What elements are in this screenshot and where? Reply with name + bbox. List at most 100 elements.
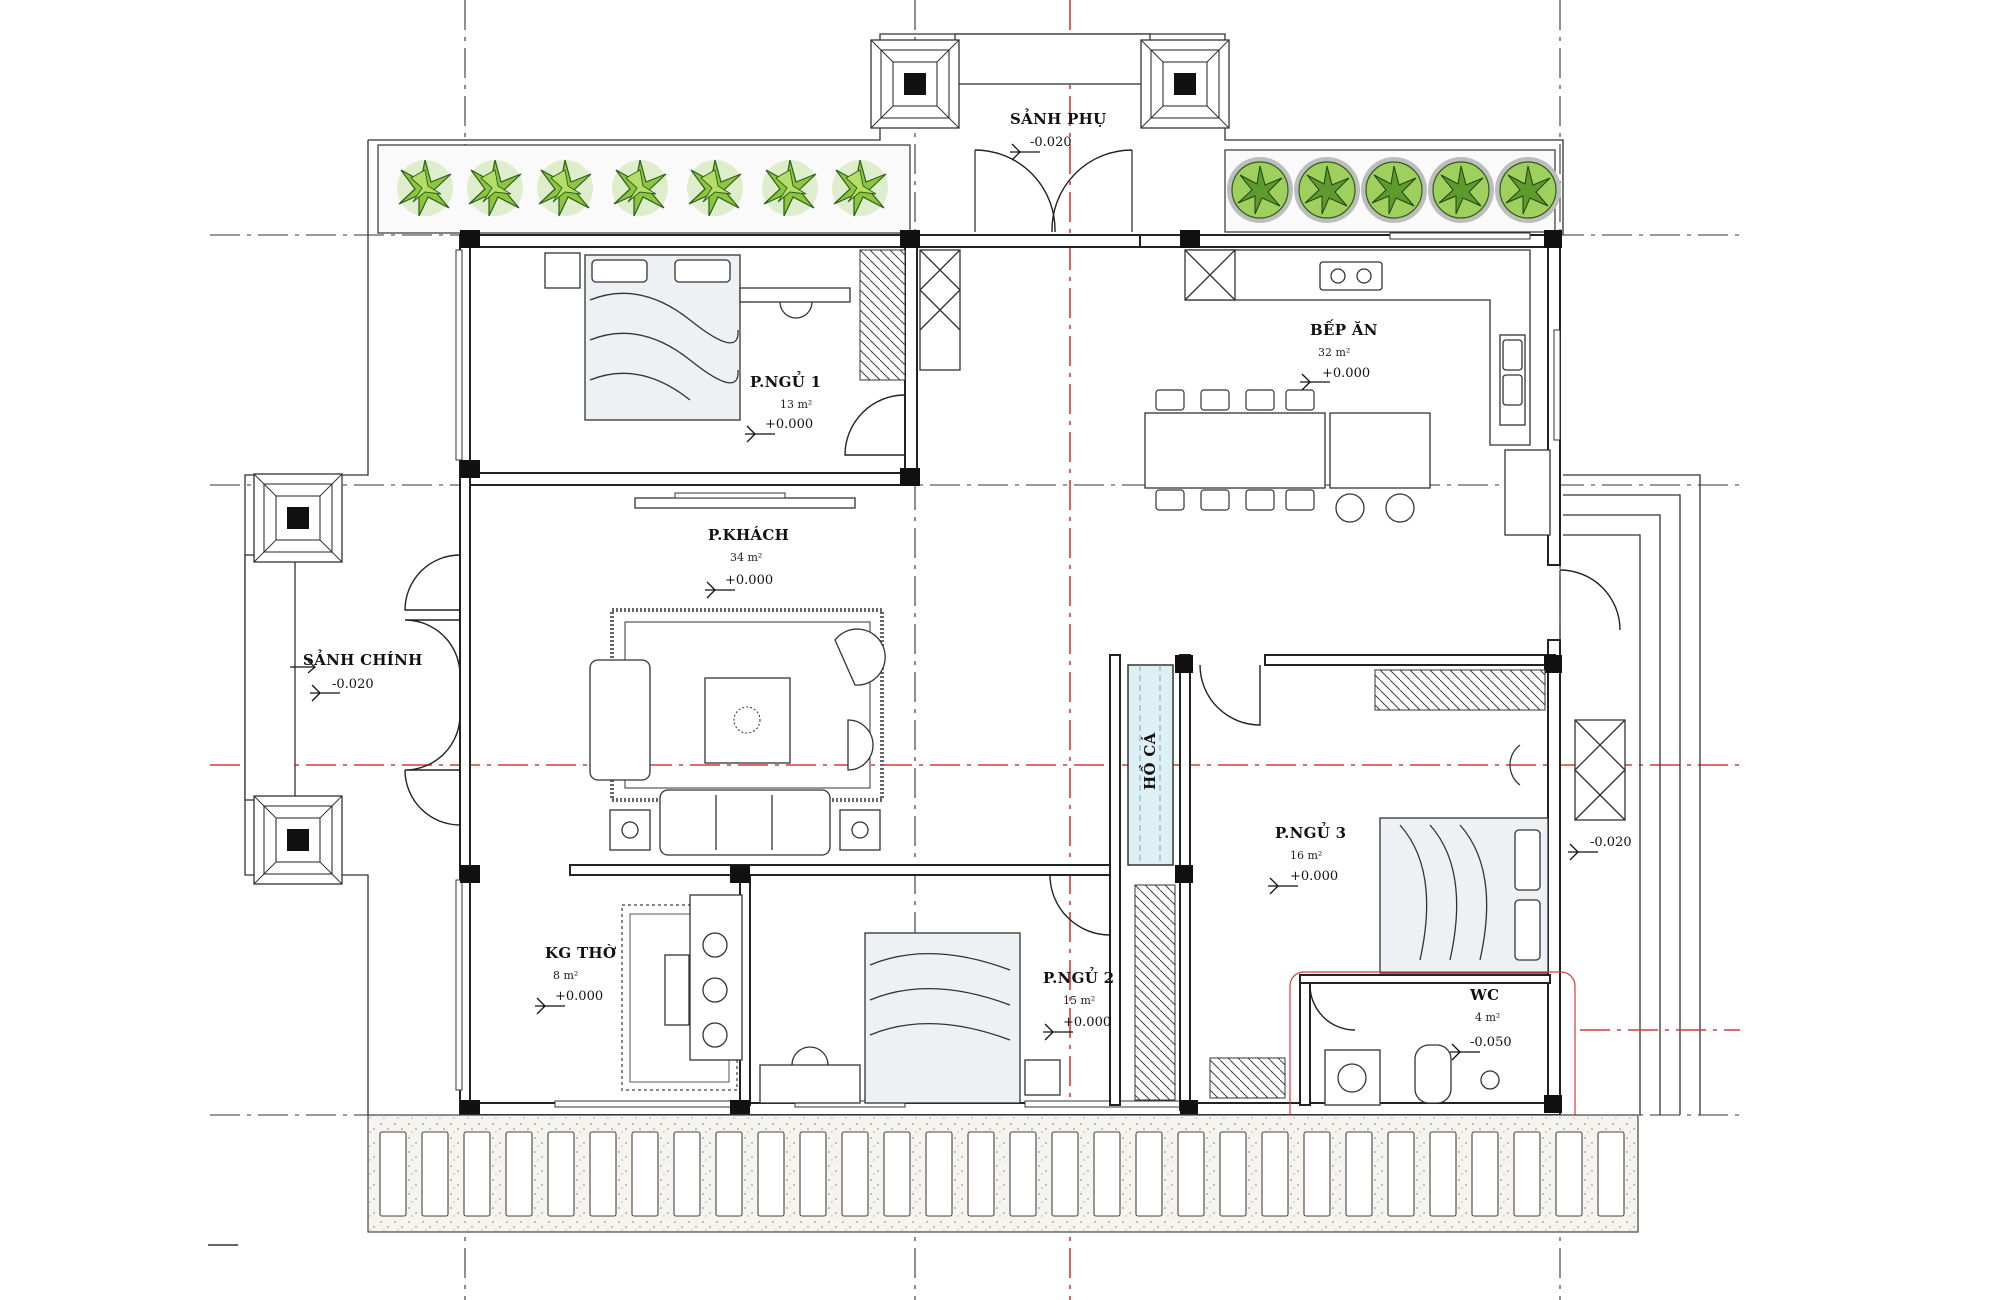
stepping-stone: [1093, 1131, 1121, 1217]
room-name-wc: WC: [1469, 986, 1499, 1004]
stepping-stone: [1261, 1131, 1289, 1217]
room-area-wc: 4 m²: [1475, 1011, 1500, 1024]
main-door[interactable]: [404, 769, 461, 826]
coffee-table: [704, 677, 791, 764]
main-door[interactable]: [404, 554, 461, 611]
tv-console: [634, 497, 856, 509]
sink-icon: [1480, 1070, 1500, 1090]
plant-icon: [536, 159, 594, 217]
stepping-stone: [1597, 1131, 1625, 1217]
exterior-level-side: -0.020: [1590, 835, 1632, 850]
armchair: [847, 719, 874, 771]
stepping-stone: [421, 1131, 449, 1217]
room-name-ho-ca: HỒ CÁ: [1139, 732, 1159, 790]
nightstand: [544, 252, 581, 289]
stepping-stone: [547, 1131, 575, 1217]
stepping-stone: [1345, 1131, 1373, 1217]
stepping-stone: [1051, 1131, 1079, 1217]
stepping-stone: [1135, 1131, 1163, 1217]
plant-icon: [831, 159, 889, 217]
shrub-icon: [1494, 156, 1562, 224]
shrub-icon: [1427, 156, 1495, 224]
wardrobe: [859, 249, 906, 381]
armchair: [834, 628, 886, 686]
stepping-stone: [967, 1131, 995, 1217]
stepping-stone: [925, 1131, 953, 1217]
room-level-bep-an: +0.000: [1322, 366, 1370, 381]
plant-icon: [396, 159, 454, 217]
room-level-sanh-phu: -0.020: [1030, 135, 1072, 150]
plant-icon: [686, 159, 744, 217]
room-name-sanh-chinh: SẢNH CHÍNH: [303, 649, 423, 669]
dining-table-icon: [1144, 412, 1326, 489]
room-level-kg-tho: +0.000: [555, 989, 603, 1004]
planter-left: [377, 144, 911, 234]
column-lamp-icon: [870, 39, 960, 129]
side-entrance-door[interactable]: [1051, 149, 1133, 233]
column-lamp-icon: [253, 473, 343, 563]
stepping-stone: [1009, 1131, 1037, 1217]
nightstand: [1024, 1059, 1061, 1096]
room-name-p-khach: P.KHÁCH: [708, 526, 789, 544]
desk: [739, 287, 851, 303]
stove-icon: [1319, 261, 1383, 291]
altar-room-furniture: [621, 894, 743, 1091]
breakfast-table: [1329, 412, 1431, 489]
stepping-stone: [1177, 1131, 1205, 1217]
front-pavement: [367, 1114, 1639, 1233]
living-room-furniture: [589, 492, 886, 856]
room-area-p-khach: 34 m²: [730, 551, 762, 564]
main-door[interactable]: [404, 619, 461, 676]
plant-icon: [761, 159, 819, 217]
kitchen-side-door[interactable]: [1559, 569, 1621, 631]
bedroom-2-furniture: [759, 874, 1111, 1104]
side-entrance: [870, 33, 1230, 233]
sofa-icon: [589, 659, 651, 781]
main-door[interactable]: [404, 714, 461, 771]
sink-icon: [1499, 334, 1526, 426]
stepping-stone: [757, 1131, 785, 1217]
stepping-stone: [1429, 1131, 1457, 1217]
stepping-stone: [1303, 1131, 1331, 1217]
stepping-stone: [379, 1131, 407, 1217]
room-name-p-ngu-1: P.NGỦ 1: [750, 371, 821, 391]
room-name-p-ngu-2: P.NGỦ 2: [1043, 967, 1114, 987]
bedroom-3-door[interactable]: [1199, 664, 1261, 726]
room-level-sanh-chinh: -0.020: [332, 677, 374, 692]
columns: [460, 230, 1562, 1118]
bedroom-3-furniture: [1199, 664, 1626, 974]
wardrobe: [1374, 669, 1546, 711]
planter-right: [1224, 149, 1562, 233]
room-name-bep-an: BẾP ĂN: [1310, 319, 1378, 339]
site-outline: [244, 33, 1701, 1115]
stepping-stone: [1387, 1131, 1415, 1217]
side-entrance-door[interactable]: [974, 149, 1056, 233]
room-area-p-ngu-3: 16 m²: [1290, 849, 1322, 862]
room-level-p-ngu-3: +0.000: [1290, 869, 1338, 884]
room-area-bep-an: 32 m²: [1318, 346, 1350, 359]
fish-pond: [1127, 664, 1176, 1101]
stepping-stone: [589, 1131, 617, 1217]
stepping-stone: [883, 1131, 911, 1217]
room-level-p-khach: +0.000: [725, 573, 773, 588]
stepping-stone: [631, 1131, 659, 1217]
stepping-stone: [505, 1131, 533, 1217]
wc-door[interactable]: [1309, 984, 1356, 1031]
kitchen-counter: [1185, 249, 1531, 446]
bedroom-2-door[interactable]: [1049, 874, 1111, 936]
stepping-stone: [1219, 1131, 1247, 1217]
room-name-kg-tho: KG THỜ: [545, 944, 617, 962]
fridge: [1504, 449, 1551, 536]
stepping-stone: [841, 1131, 869, 1217]
bedroom-1-door[interactable]: [844, 394, 906, 456]
desk: [759, 1064, 861, 1104]
kitchen-furniture: [1144, 249, 1621, 640]
plant-icon: [611, 159, 669, 217]
room-level-p-ngu-2: +0.000: [1063, 1015, 1111, 1030]
bed-icon: [864, 932, 1021, 1104]
stepping-stone: [715, 1131, 743, 1217]
column-lamp-icon: [1140, 39, 1230, 129]
stepping-stone: [673, 1131, 701, 1217]
room-labels: SẢNH PHỤ -0.020 P.NGỦ 1 13 m² +0.000 BẾP…: [303, 108, 1632, 1061]
